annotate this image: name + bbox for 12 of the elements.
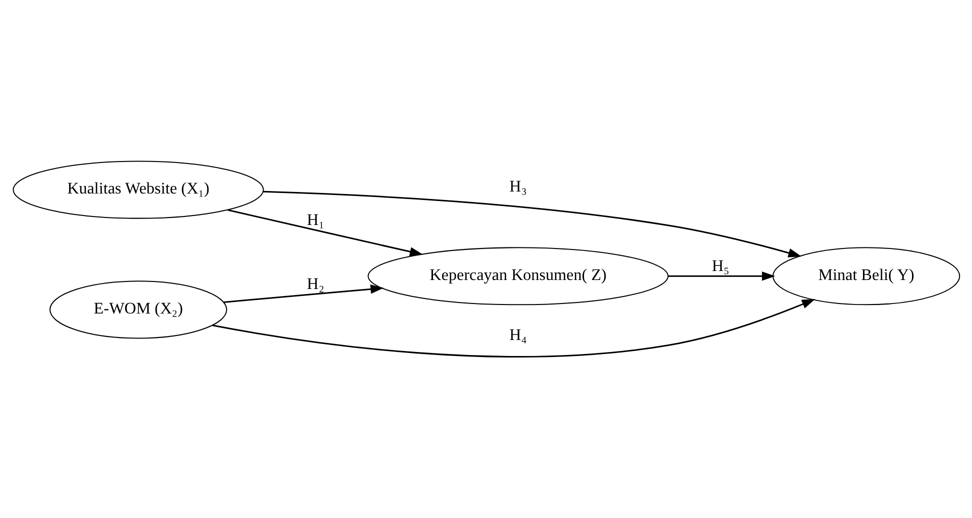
edge-label: H₃ xyxy=(508,178,526,196)
node-ellipse: Kualitas Website (X₁) xyxy=(12,160,264,219)
arrow xyxy=(668,272,775,281)
arrow xyxy=(262,190,802,258)
edge-label: H₂ xyxy=(306,275,324,294)
node-ellipse: E-WOM (X₂) xyxy=(48,280,227,339)
arrow xyxy=(223,284,384,303)
arrow xyxy=(227,209,423,256)
edge-label: H₁ xyxy=(306,211,324,230)
edge-label: H₅ xyxy=(711,256,729,275)
arrow xyxy=(212,299,815,358)
edge-label: H₄ xyxy=(508,326,526,344)
